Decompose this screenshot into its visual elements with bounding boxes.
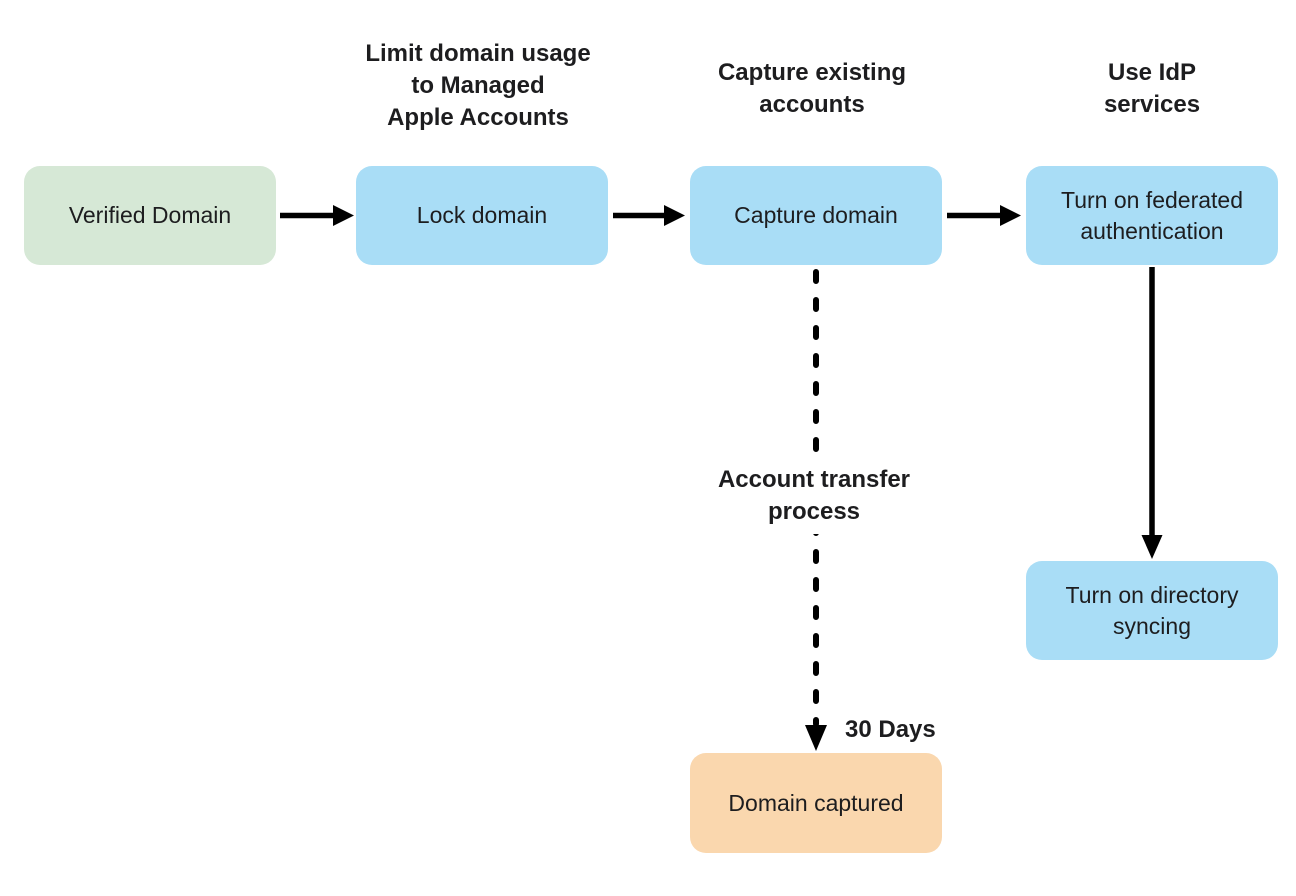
arrow-lock-to-capture — [613, 205, 685, 226]
arrowhead-right-icon — [333, 205, 354, 226]
node-domain-captured: Domain captured — [690, 753, 942, 853]
caption-capture-existing-accounts: Capture existing accounts — [717, 59, 907, 118]
caption-use-idp-services: Use IdP services — [1103, 59, 1201, 118]
arrowhead-down-icon — [1141, 535, 1163, 559]
caption-account-transfer-process: Account transfer process — [703, 458, 925, 534]
node-lock-domain: Lock domain — [356, 166, 608, 265]
arrowhead-down-icon — [805, 725, 827, 751]
arrowhead-right-icon — [1000, 205, 1021, 226]
caption-limit-domain-usage: Limit domain usage to Managed Apple Acco… — [365, 40, 591, 131]
node-capture-domain: Capture domain — [690, 166, 942, 265]
caption-thirty-days: 30 Days — [845, 716, 936, 743]
arrow-capture-to-federated — [947, 205, 1021, 226]
arrowhead-right-icon — [664, 205, 685, 226]
arrow-federated-to-directory-syncing — [1141, 267, 1163, 559]
node-turn-on-federated-authentication: Turn on federated authentication — [1026, 166, 1278, 265]
node-verified-domain: Verified Domain — [24, 166, 276, 265]
node-turn-on-directory-syncing: Turn on directory syncing — [1026, 561, 1278, 660]
arrow-verified-to-lock — [280, 205, 354, 226]
